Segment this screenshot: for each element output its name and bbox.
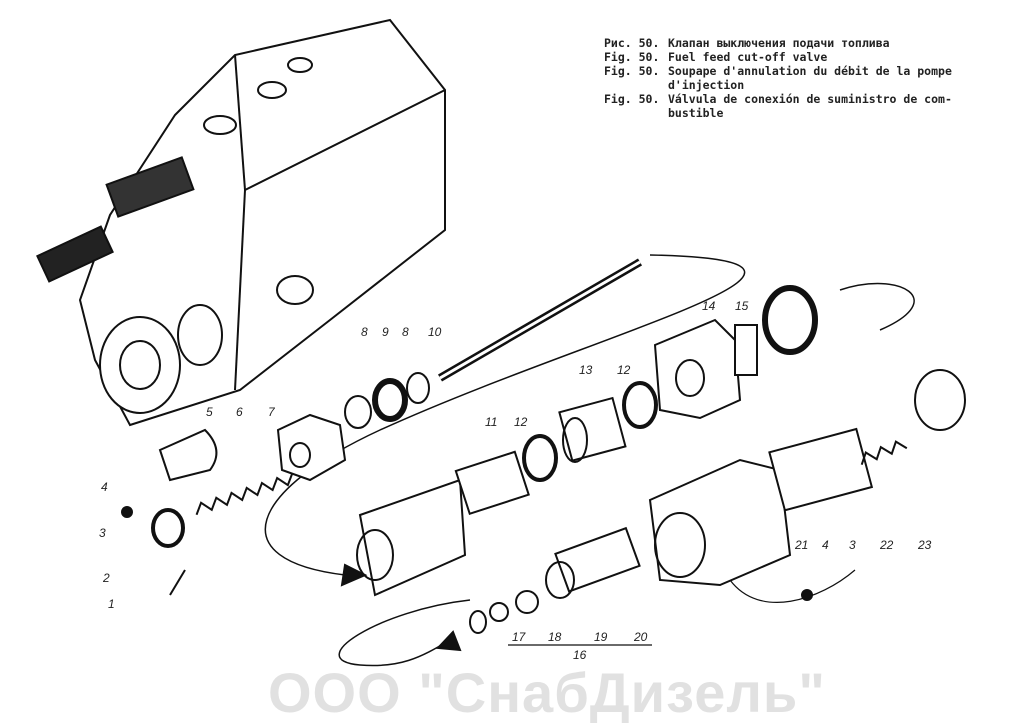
part-label: 13 <box>579 363 593 377</box>
part-label: 10 <box>428 325 442 339</box>
watermark: ООО "СнабДизель" <box>268 661 826 724</box>
part-label: 7 <box>268 405 276 419</box>
part-label: 8 <box>361 325 368 339</box>
part-seal-4b <box>801 589 813 601</box>
part-ring-12 <box>522 434 558 482</box>
part-sleeve-13 <box>558 396 627 463</box>
part-nut-23 <box>914 369 966 431</box>
caption-fr-cont: d'injection <box>668 78 745 92</box>
part-label: 11 <box>485 415 497 429</box>
part-housing-14 <box>653 318 758 420</box>
part-label: 4 <box>101 480 108 494</box>
part-label: 12 <box>514 415 528 429</box>
part-label: 5 <box>206 405 213 419</box>
part-label: 20 <box>633 630 648 644</box>
part-label: 19 <box>594 630 608 644</box>
part-spring-6 <box>195 472 294 516</box>
caption-prefix: Fig. 50. <box>604 50 660 64</box>
part-label: 23 <box>917 538 932 552</box>
figure-caption: Рис. 50. Клапан выключения подачи топлива… <box>604 36 952 120</box>
part-seal-15 <box>762 285 818 355</box>
part-seal-4 <box>121 506 133 518</box>
part-label: 18 <box>548 630 562 644</box>
part-nut-7 <box>276 413 347 482</box>
part-spring-19 <box>515 590 539 614</box>
part-valve-20 <box>545 526 641 599</box>
caption-es: Válvula de conexión de suministro de com… <box>668 92 952 106</box>
caption-fr: Soupape d'annulation du débit de la pomp… <box>668 64 952 78</box>
part-label: 3 <box>99 526 106 540</box>
part-label: 8 <box>402 325 409 339</box>
part-label: 6 <box>236 405 243 419</box>
part-ball-18 <box>489 602 509 622</box>
part-label: 4 <box>822 538 829 552</box>
caption-en: Fuel feed cut-off valve <box>668 50 828 64</box>
part-label: 15 <box>735 299 749 313</box>
caption-prefix: Fig. 50. <box>604 92 660 106</box>
part-washers-8-9 <box>344 372 430 429</box>
part-label: 2 <box>102 571 110 585</box>
caption-es-cont: bustible <box>668 106 724 120</box>
part-nut-2 <box>151 508 185 548</box>
part-ring-17 <box>469 610 487 634</box>
part-label: 9 <box>382 325 389 339</box>
part-label: 12 <box>617 363 631 377</box>
part-body-21 <box>648 427 874 587</box>
part-fitting-11 <box>356 450 530 597</box>
part-shaft-10 <box>437 258 643 382</box>
part-spring-22 <box>860 440 908 466</box>
part-label: 21 <box>794 538 808 552</box>
part-ring-12b <box>622 381 658 429</box>
part-label: 1 <box>108 597 115 611</box>
part-label: 16 <box>573 648 587 662</box>
part-cap-5 <box>158 428 218 482</box>
pump-body <box>36 18 446 427</box>
caption-ru: Клапан выключения подачи топлива <box>668 36 890 50</box>
part-label: 22 <box>879 538 894 552</box>
caption-prefix: Рис. 50. <box>604 36 660 50</box>
part-label: 3 <box>849 538 856 552</box>
caption-prefix: Fig. 50. <box>604 64 660 78</box>
part-pin-1 <box>169 569 186 596</box>
part-label: 17 <box>512 630 527 644</box>
part-label: 14 <box>702 299 716 313</box>
